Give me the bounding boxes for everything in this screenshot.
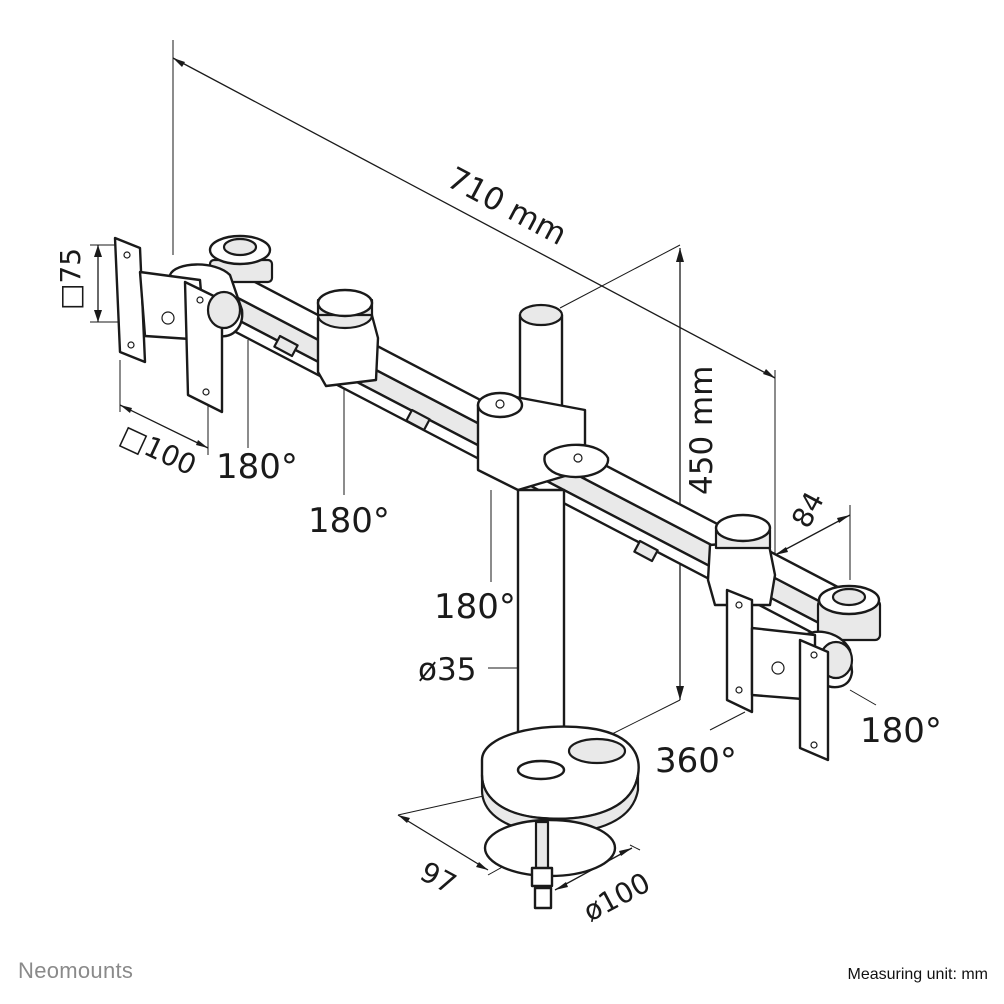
label-base-depth: 97 [415, 855, 462, 901]
label-right-bracket-rotate: 360° [655, 741, 737, 781]
measuring-unit-note: Measuring unit: mm [847, 966, 989, 983]
brand-logo: Neomounts [18, 958, 134, 983]
left-vesa-plate [113, 236, 242, 414]
label-left-arm-joint: 180° [308, 501, 390, 541]
rotation-labels: 180° 180° 180° 180° 360° [216, 447, 942, 781]
right-vesa-plate [725, 588, 830, 762]
label-height-pole: 450 mm [684, 366, 720, 495]
pole-assembly [476, 303, 640, 910]
left-slider [316, 288, 380, 388]
label-right-bracket-tilt: 180° [860, 711, 942, 751]
label-pole-diameter: ø35 [418, 652, 476, 688]
label-width-total: 710 mm [441, 160, 572, 253]
label-base-diameter: ø100 [578, 866, 656, 928]
right-slider [706, 513, 777, 607]
mount-drawing [113, 234, 882, 910]
label-arm-offset: 84 [785, 486, 831, 533]
label-left-bracket-tilt: 180° [216, 447, 298, 487]
label-center-joint: 180° [434, 587, 516, 627]
label-vesa-vertical: □75 [54, 248, 87, 310]
label-vesa-horizontal: □100 [115, 418, 201, 482]
